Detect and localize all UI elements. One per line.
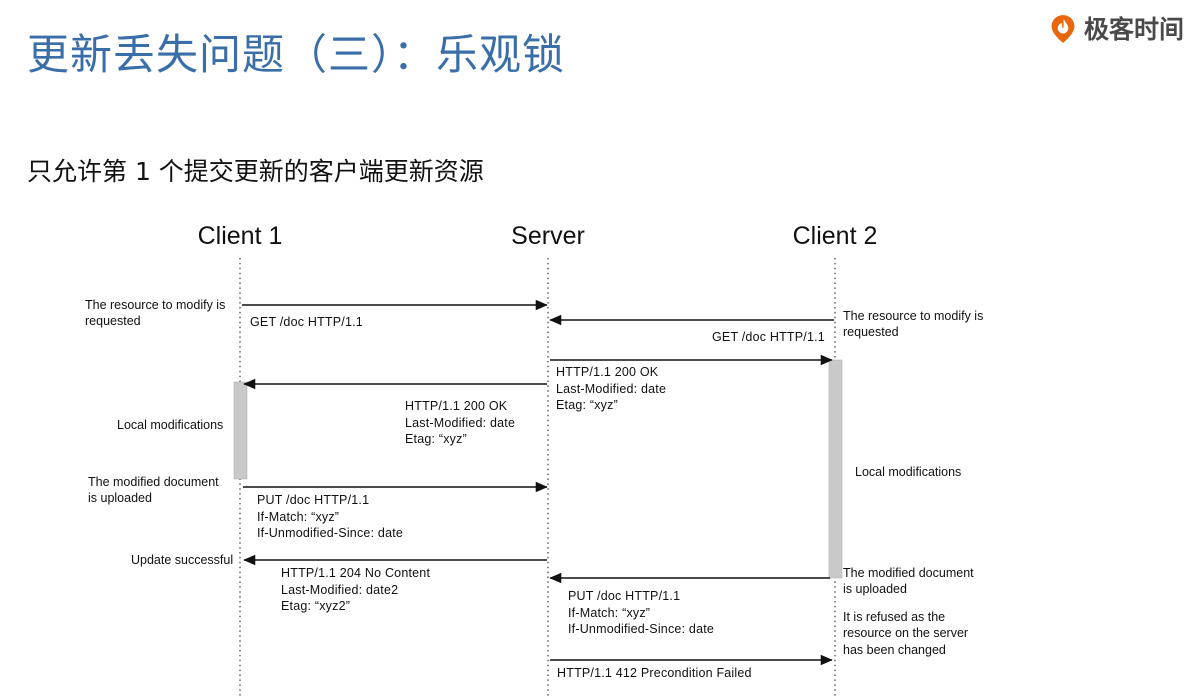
note-c1-local: Local modifications xyxy=(117,418,224,432)
page-title: 更新丢失问题（三）：乐观锁 xyxy=(27,30,566,79)
activation-bars-group xyxy=(233,359,843,579)
note-c2-request: The resource to modify is requested xyxy=(843,309,984,340)
note-c1-request: The resource to modify is requested xyxy=(85,298,226,329)
actor-label-client1: Client 1 xyxy=(197,222,283,250)
actor-label-server: Server xyxy=(511,222,585,250)
message-label-msg-2: GET /doc HTTP/1.1 xyxy=(712,330,825,344)
brand-name: 极客时间 xyxy=(1083,14,1184,44)
note-c1-success: Update successful xyxy=(131,553,234,567)
message-label-msg-5: PUT /doc HTTP/1.1 If-Match: “xyz” If-Unm… xyxy=(257,493,404,540)
message-label-msg-4: HTTP/1.1 200 OK Last-Modified: date Etag… xyxy=(405,399,516,446)
note-c2-upload: The modified document is uploaded xyxy=(843,566,974,597)
message-label-msg-3: HTTP/1.1 200 OK Last-Modified: date Etag… xyxy=(556,365,667,412)
message-label-msg-8: HTTP/1.1 412 Precondition Failed xyxy=(557,666,752,680)
activation-bar-client2 xyxy=(828,359,843,579)
message-label-msg-1: GET /doc HTTP/1.1 xyxy=(250,315,363,329)
message-arrows-group xyxy=(242,299,834,666)
note-c1-upload: The modified document is uploaded xyxy=(88,475,219,506)
message-label-msg-7: PUT /doc HTTP/1.1 If-Match: “xyz” If-Unm… xyxy=(568,589,715,636)
note-c2-refused: It is refused as the resource on the ser… xyxy=(843,610,969,657)
actor-label-client2: Client 2 xyxy=(792,222,878,250)
note-c2-local: Local modifications xyxy=(855,465,962,479)
location-pin-icon xyxy=(1051,15,1075,43)
page-subtitle: 只允许第 1 个提交更新的客户端更新资源 xyxy=(27,157,484,186)
message-label-msg-6: HTTP/1.1 204 No Content Last-Modified: d… xyxy=(281,566,431,613)
activation-bar-client1 xyxy=(233,381,248,480)
brand-logo: 极客时间 xyxy=(1048,14,1184,44)
